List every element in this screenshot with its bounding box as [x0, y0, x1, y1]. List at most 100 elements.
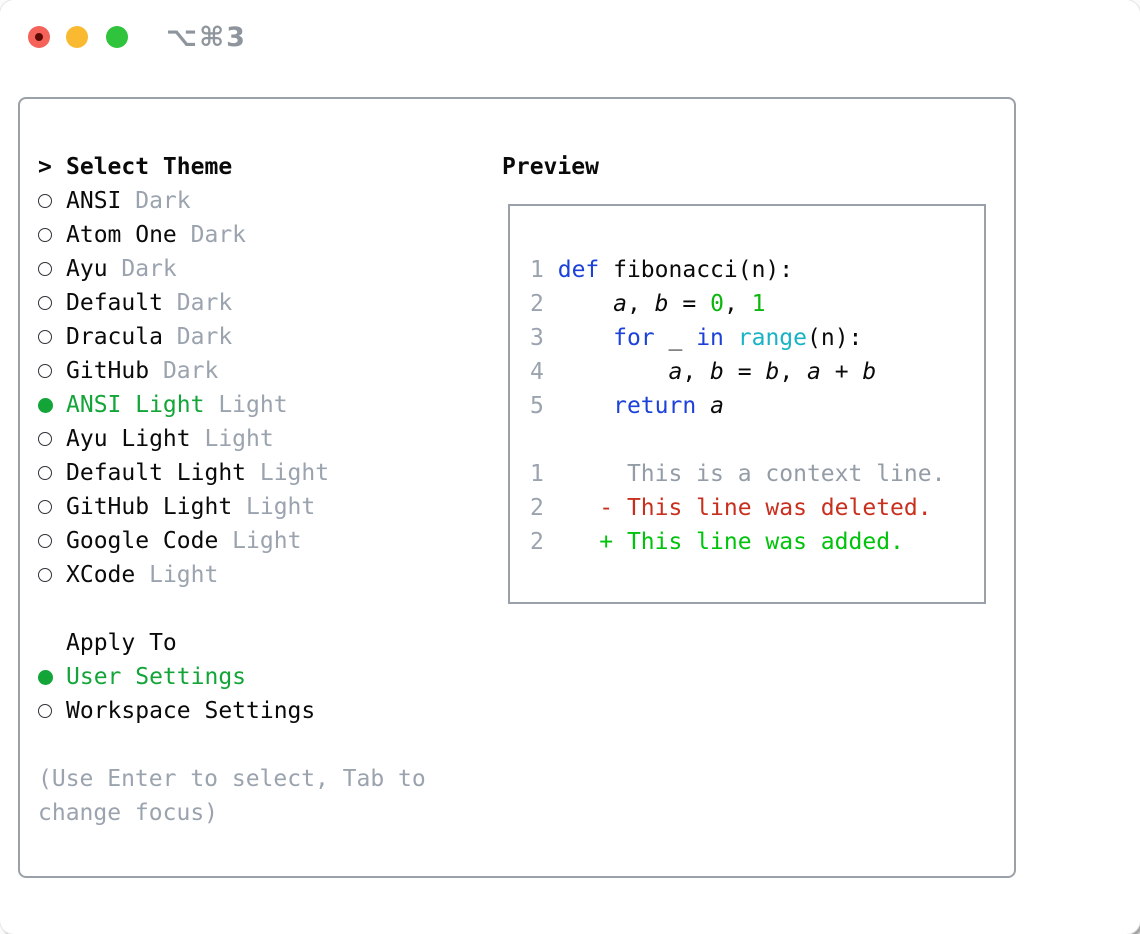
- preview-line: 2 + This line was added.: [530, 525, 984, 559]
- code-token-plain: fibonacci(n):: [599, 257, 794, 283]
- radio-icon: [38, 296, 66, 310]
- code-token-kw: for: [613, 325, 655, 351]
- code-token-plain: ,: [723, 291, 752, 317]
- preview-line: 2 a, b = 0, 1: [530, 287, 984, 321]
- code-token-plain: [544, 325, 613, 351]
- radio-icon: [38, 704, 66, 718]
- theme-item-dracula[interactable]: Dracula Dark: [38, 320, 426, 354]
- code-token-plain: [544, 257, 558, 283]
- titlebar: ⌥⌘3: [0, 0, 1140, 75]
- code-token-var: a: [710, 393, 724, 419]
- code-token-add: + This line was added.: [599, 529, 904, 555]
- radio-icon: [38, 534, 66, 548]
- radio-circle: [38, 397, 53, 413]
- apply-to-title: Apply To: [66, 630, 177, 656]
- preview-line: [530, 423, 984, 457]
- code-token-plain: =: [668, 291, 711, 317]
- code-token-kw: def: [557, 257, 600, 283]
- theme-item-xcode[interactable]: XCode Light: [38, 558, 426, 592]
- theme-name: Dracula: [66, 324, 163, 350]
- theme-variant: Light: [218, 528, 302, 554]
- preview-column: Preview 1 def fibonacci(n):2 a, b = 0, 1…: [502, 150, 986, 604]
- apply-item-label: Workspace Settings: [66, 698, 316, 724]
- code-token-kw: return: [613, 393, 697, 419]
- line-number: 1: [530, 257, 544, 283]
- code-token-plain: =: [723, 359, 766, 385]
- code-token-var: b: [862, 359, 877, 385]
- theme-variant: Dark: [176, 222, 247, 248]
- radio-icon: [38, 228, 66, 242]
- theme-item-label: ANSI Dark: [66, 188, 191, 214]
- theme-item-label: Default Light Light: [66, 460, 329, 486]
- radio-circle: [38, 669, 53, 685]
- spacer: [38, 592, 426, 626]
- zoom-button-icon[interactable]: [106, 26, 128, 48]
- preview-line: 2 - This line was deleted.: [530, 491, 984, 525]
- code-token-plain: [544, 529, 599, 555]
- code-token-del: - This line was deleted.: [599, 495, 932, 521]
- close-button-icon[interactable]: [28, 26, 50, 48]
- code-token-plain: [544, 393, 613, 419]
- theme-name: Default: [66, 290, 163, 316]
- code-token-num: 1: [751, 291, 766, 317]
- line-number: 1: [530, 461, 544, 487]
- theme-name: Google Code: [66, 528, 219, 554]
- theme-item-ayu-light[interactable]: Ayu Light Light: [38, 422, 426, 456]
- code-token-kw: in: [696, 325, 724, 351]
- theme-item-github[interactable]: GitHub Dark: [38, 354, 426, 388]
- theme-item-ansi-light[interactable]: ANSI Light Light: [38, 388, 426, 422]
- theme-item-label: GitHub Dark: [66, 358, 218, 384]
- radio-circle: [38, 466, 52, 480]
- apply-item-workspace-settings[interactable]: Workspace Settings: [38, 694, 426, 728]
- radio-icon: [38, 330, 66, 344]
- radio-circle: [38, 500, 52, 514]
- theme-item-github-light[interactable]: GitHub Light Light: [38, 490, 426, 524]
- apply-item-label: User Settings: [66, 664, 247, 690]
- preview-line: 1 This is a context line.: [530, 457, 984, 491]
- theme-variant: Light: [246, 460, 330, 486]
- theme-variant: Dark: [121, 188, 191, 214]
- theme-item-default-light[interactable]: Default Light Light: [38, 456, 426, 490]
- minimize-button-icon[interactable]: [66, 26, 88, 48]
- line-number: 4: [530, 359, 544, 385]
- radio-selected-icon: [38, 669, 66, 685]
- preview-line: 5 return a: [530, 389, 984, 423]
- line-number: 5: [530, 393, 544, 419]
- theme-item-google-code[interactable]: Google Code Light: [38, 524, 426, 558]
- theme-item-label: GitHub Light Light: [66, 494, 315, 520]
- code-token-plain: [544, 291, 613, 317]
- theme-name: Atom One: [66, 222, 177, 248]
- theme-item-ayu[interactable]: Ayu Dark: [38, 252, 426, 286]
- theme-item-label: Default Dark: [66, 290, 232, 316]
- code-token-var: a: [613, 291, 627, 317]
- radio-icon: [38, 364, 66, 378]
- code-token-var: a: [807, 359, 821, 385]
- code-token-num: 0: [710, 291, 724, 317]
- code-token-fn: range: [737, 325, 808, 351]
- theme-item-atom-one[interactable]: Atom One Dark: [38, 218, 426, 252]
- theme-item-label: Google Code Light: [66, 528, 301, 554]
- radio-circle: [38, 194, 52, 208]
- code-token-plain: +: [820, 359, 863, 385]
- window-title: ⌥⌘3: [166, 22, 247, 53]
- theme-name: GitHub Light: [66, 494, 233, 520]
- code-token-plain: ,: [682, 359, 711, 385]
- code-token-plain: _: [654, 325, 697, 351]
- code-token-var: b: [710, 359, 724, 385]
- apply-item-user-settings[interactable]: User Settings: [38, 660, 426, 694]
- theme-item-ansi[interactable]: ANSI Dark: [38, 184, 426, 218]
- radio-icon: [38, 466, 66, 480]
- theme-name: Default Light: [66, 460, 247, 486]
- radio-circle: [38, 704, 52, 718]
- theme-variant: Dark: [149, 358, 219, 384]
- code-token-plain: [696, 393, 710, 419]
- theme-item-default[interactable]: Default Dark: [38, 286, 426, 320]
- radio-icon: [38, 194, 66, 208]
- theme-name: Ayu Light: [66, 426, 191, 452]
- radio-circle: [38, 330, 52, 344]
- line-number: 2: [530, 529, 544, 555]
- apply-to-header: Apply To: [38, 626, 426, 660]
